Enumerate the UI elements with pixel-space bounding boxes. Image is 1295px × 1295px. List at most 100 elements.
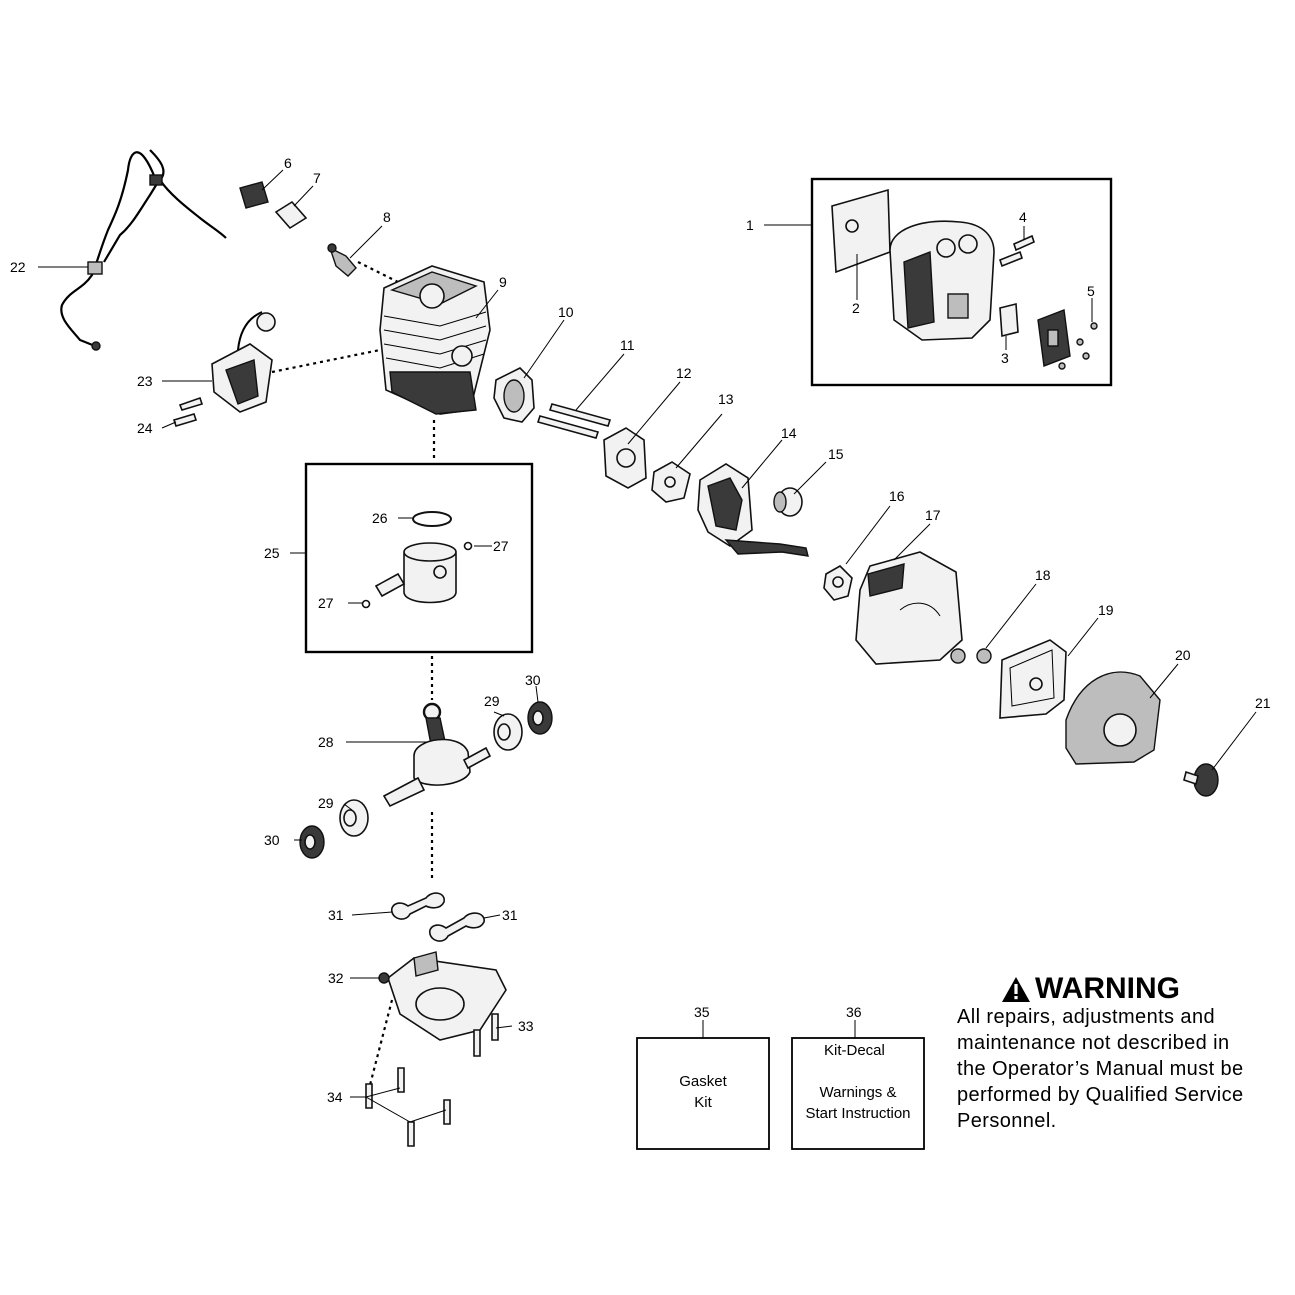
seal-part-30-top [527,701,553,735]
decal-kit-line2: Start Instruction [805,1105,911,1122]
callout-24: 24 [137,420,153,436]
warning-notice: WARNING All repairs, adjustments and mai… [957,972,1292,1134]
callout-9: 9 [499,274,507,290]
case-bolt-axis [368,999,394,1086]
bolts-part-4 [999,234,1035,268]
gaskets-part-31 [390,892,485,942]
callout-31-left: 31 [328,907,344,923]
callout-14: 14 [781,425,797,441]
warning-line-2: maintenance not described in [957,1032,1230,1054]
carburetor-adapter-part-12 [603,427,647,489]
heat-shield-part-2 [831,188,891,274]
gasket-kit-label: Gasket Kit [637,1071,769,1113]
warning-line-1: All repairs, adjustments and [957,1006,1215,1028]
gasket-kit-line2: Kit [694,1094,712,1111]
callout-13: 13 [718,391,734,407]
callout-34: 34 [327,1089,343,1105]
grommet-part-7 [274,200,308,230]
nuts-part-18 [950,648,992,664]
warning-title-row: WARNING [1001,972,1292,1006]
callout-19: 19 [1098,602,1114,618]
bearing-part-29-bottom [339,799,369,837]
screws-part-5 [1058,322,1098,370]
gasket-part-3 [999,302,1019,338]
callout-4: 4 [1019,209,1027,225]
switch-part-6 [239,181,269,209]
callout-27-left: 27 [318,595,334,611]
crankshaft-part-28 [382,702,492,808]
callout-16: 16 [889,488,905,504]
air-filter-part-19 [999,639,1067,719]
piston [403,542,457,604]
callout-22: 22 [10,259,26,275]
callout-29-bottom: 29 [318,795,334,811]
primer-bulb-part-15 [773,487,803,517]
spark-plug-part-8 [327,243,357,277]
callout-17: 17 [925,507,941,523]
callout-27-right: 27 [493,538,509,554]
air-filter-cover-part-20 [1065,671,1161,765]
crankcase-part-32 [378,951,507,1041]
warning-line-3: the Operator’s Manual must be [957,1058,1244,1080]
circlips-part-27 [361,541,473,609]
callout-29-top: 29 [484,693,500,709]
decal-kit-line1: Warnings & [819,1084,897,1101]
carburetor-part-14 [697,463,809,557]
bolts-part-34 [365,1067,451,1147]
callout-32: 32 [328,970,344,986]
callout-11: 11 [620,337,635,353]
gasket-part-16 [823,565,853,601]
callout-10: 10 [558,304,574,320]
air-filter-housing-part-17 [855,551,963,665]
bolts-part-11 [536,403,612,439]
callout-30-top: 30 [525,672,541,688]
callout-28: 28 [318,734,334,750]
muffler-body [889,220,995,341]
screws-part-24 [172,396,204,427]
callout-35: 35 [694,1004,710,1020]
callout-33: 33 [518,1018,534,1034]
gasket-part-13 [651,461,691,503]
callout-3: 3 [1001,350,1009,366]
bolts-part-33 [473,1013,499,1057]
callout-6: 6 [284,155,292,171]
callout-5: 5 [1087,283,1095,299]
callout-36: 36 [846,1004,862,1020]
cylinder-part-9 [379,265,491,415]
callout-21: 21 [1255,695,1271,711]
wrist-pin [374,572,406,598]
muffler-kit-frame [810,177,1113,387]
deflector-plate [1037,309,1071,367]
warning-line-4: performed by Qualified Service [957,1084,1244,1106]
ignition-coil-part-23 [211,311,276,413]
warning-body: All repairs, adjustments and maintenance… [957,1004,1292,1134]
decal-kit-label: Warnings & Start Instruction [792,1082,924,1124]
callout-23: 23 [137,373,153,389]
callout-25: 25 [264,545,280,561]
callout-18: 18 [1035,567,1051,583]
knob-part-21 [1183,763,1219,797]
spark-plug-axis [357,261,399,283]
decal-kit-title: Kit-Decal [824,1042,885,1059]
wire-harness [60,149,227,351]
decal-kit-box [791,1037,925,1150]
warning-triangle-icon [1002,976,1030,1002]
seal-part-30-bottom [299,825,325,859]
callout-labels: 1 2 3 4 5 6 7 8 9 10 11 12 13 14 15 16 1… [10,155,1271,1105]
callout-31-right: 31 [502,907,518,923]
callout-20: 20 [1175,647,1191,663]
gasket-kit-line1: Gasket [679,1073,727,1090]
callout-15: 15 [828,446,844,462]
coil-axis [271,348,381,374]
warning-title: WARNING [1035,972,1180,1005]
callout-30-bottom: 30 [264,832,280,848]
intake-boot-part-10 [493,367,535,423]
bearing-part-29-top [493,713,523,751]
callout-12: 12 [676,365,692,381]
warning-line-5: Personnel. [957,1110,1057,1132]
callout-8: 8 [383,209,391,225]
piston-kit-frame [304,462,534,654]
callout-26: 26 [372,510,388,526]
leader-lines [38,169,1257,1123]
